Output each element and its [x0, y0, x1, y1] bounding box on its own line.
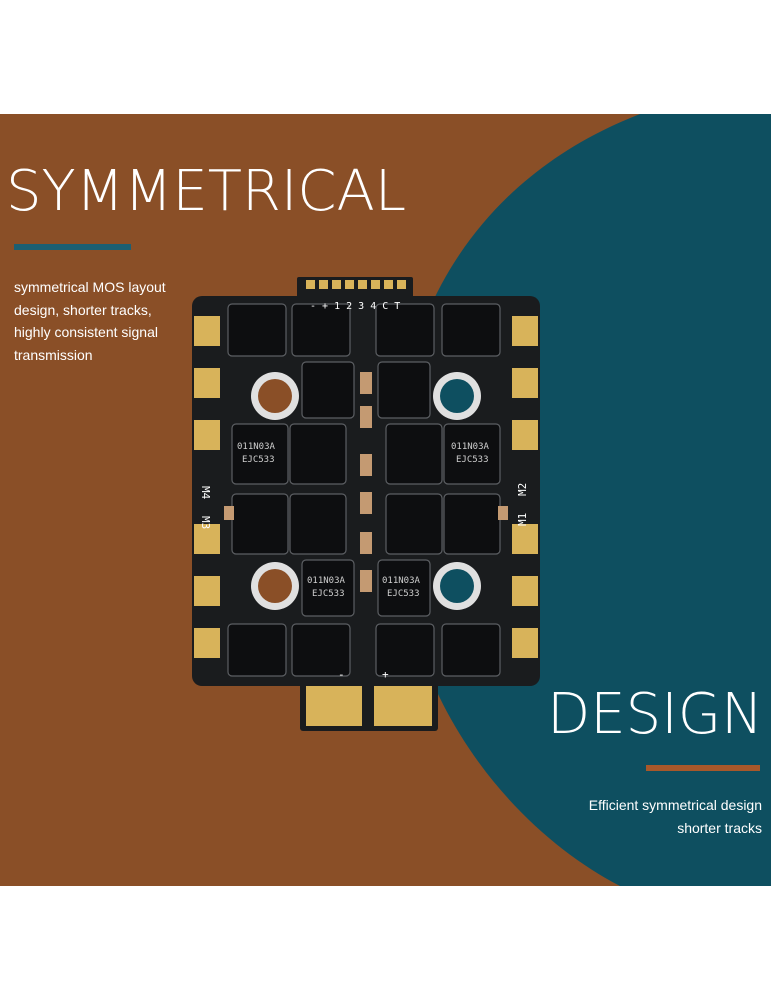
motor-label-m3: M3	[199, 516, 212, 529]
caption-right-line: shorter tracks	[677, 819, 762, 836]
banner: SYMMETRICAL symmetrical MOS layout desig…	[0, 114, 771, 886]
top-pad-labels: - + 1 2 3 4 C T	[310, 301, 400, 312]
caption-left-line: transmission	[14, 346, 93, 363]
accent-rule-right	[646, 765, 760, 771]
caption-right: Efficient symmetrical design shorter tra…	[502, 794, 762, 839]
top-signal-pads	[297, 277, 413, 299]
motor-label-m1: M1	[516, 513, 529, 526]
chip-code-label: 011N03A	[451, 442, 490, 452]
headline-symmetrical: SYMMETRICAL	[6, 159, 407, 224]
headline-design: DESIGN	[547, 682, 763, 747]
mosfet-chips	[227, 303, 501, 677]
motor-label-m2: M2	[516, 483, 529, 496]
caption-left-line: design, shorter tracks,	[14, 301, 152, 318]
chip-code-label: 011N03A	[382, 576, 421, 586]
bottom-minus-label: -	[338, 668, 345, 681]
chip-markings: 011N03A EJC533 011N03A EJC533 011N03A EJ…	[237, 442, 490, 599]
chip-sub-label: EJC533	[312, 589, 345, 599]
caption-right-line: Efficient symmetrical design	[588, 797, 762, 813]
caption-left: symmetrical MOS layout design, shorter t…	[14, 276, 214, 366]
esc-circuit-board-image: 011N03A EJC533 011N03A EJC533 011N03A EJ…	[192, 277, 540, 731]
bottom-power-pads	[300, 679, 438, 731]
silkscreen-labels: - + 1 2 3 4 C T M4 M3 M2 M1 - +	[199, 301, 529, 681]
center-capacitors	[224, 372, 508, 592]
accent-rule-left	[14, 244, 131, 250]
chip-sub-label: EJC533	[456, 455, 489, 465]
chip-sub-label: EJC533	[242, 455, 275, 465]
mounting-holes	[251, 372, 481, 610]
motor-label-m4: M4	[199, 486, 212, 500]
bottom-plus-label: +	[382, 668, 389, 681]
chip-code-label: 011N03A	[237, 442, 276, 452]
caption-left-line: highly consistent signal	[14, 324, 158, 340]
caption-left-line: symmetrical MOS layout	[14, 279, 166, 295]
chip-sub-label: EJC533	[387, 589, 420, 599]
motor-pads	[194, 316, 538, 658]
chip-code-label: 011N03A	[307, 576, 346, 586]
